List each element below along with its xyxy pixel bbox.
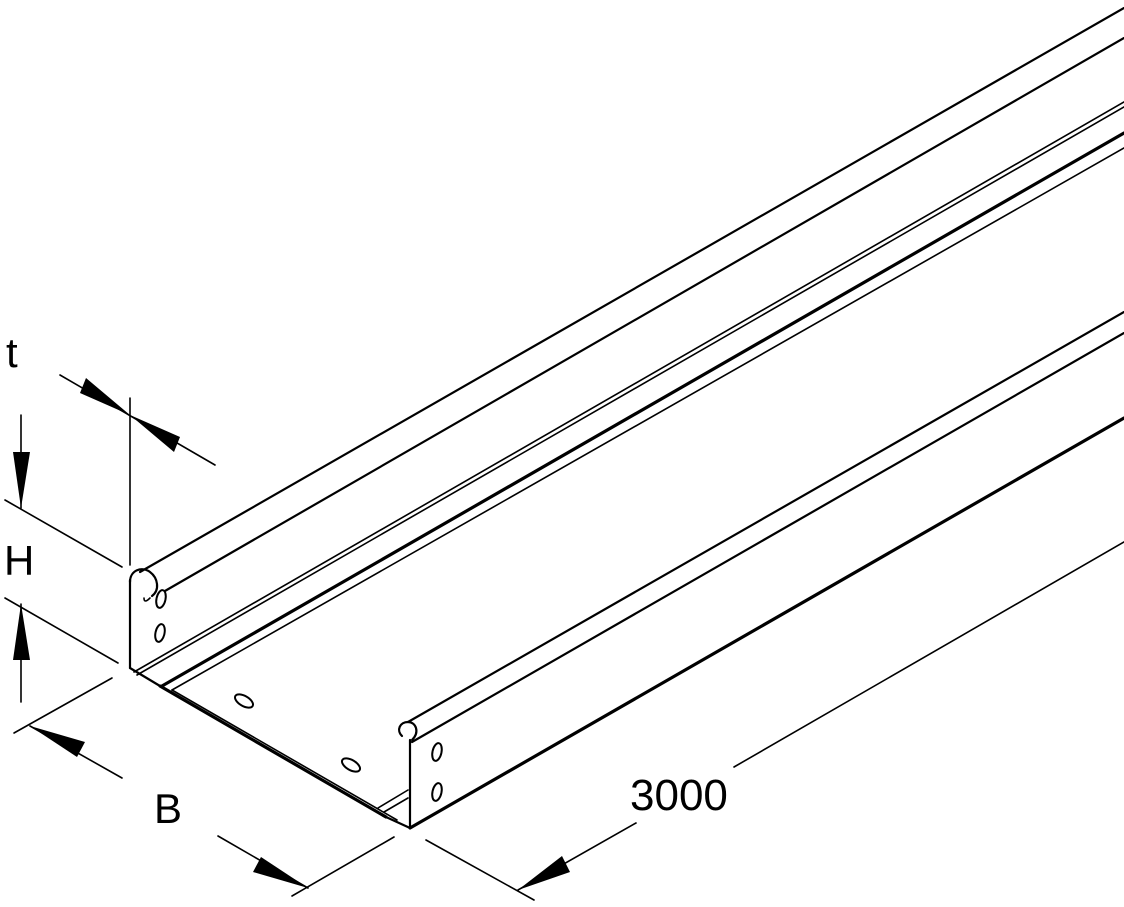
arrow-icon: [130, 415, 180, 452]
right-wall-holes: [431, 742, 443, 802]
left-side-wall: [128, 6, 1124, 688]
dimension-label-B: B: [154, 785, 183, 832]
arrow-icon: [253, 857, 308, 888]
dimension-H: [4, 414, 123, 703]
dimension-label-H: H: [4, 537, 35, 584]
arrow-icon: [80, 378, 130, 415]
arrow-icon: [518, 856, 570, 890]
tray-base: [158, 131, 1124, 821]
arrow-icon: [30, 726, 85, 757]
right-side-wall: [377, 310, 1124, 830]
dimension-label-length: 3000: [630, 771, 728, 820]
dimension-B: [13, 677, 395, 897]
dimension-length: [425, 541, 1124, 901]
arrow-up-icon: [13, 604, 30, 660]
left-wall-holes: [154, 589, 167, 643]
dimension-label-t: t: [6, 329, 18, 376]
dimension-t: [59, 374, 216, 566]
arrow-down-icon: [13, 452, 30, 508]
base-holes: [233, 693, 362, 773]
